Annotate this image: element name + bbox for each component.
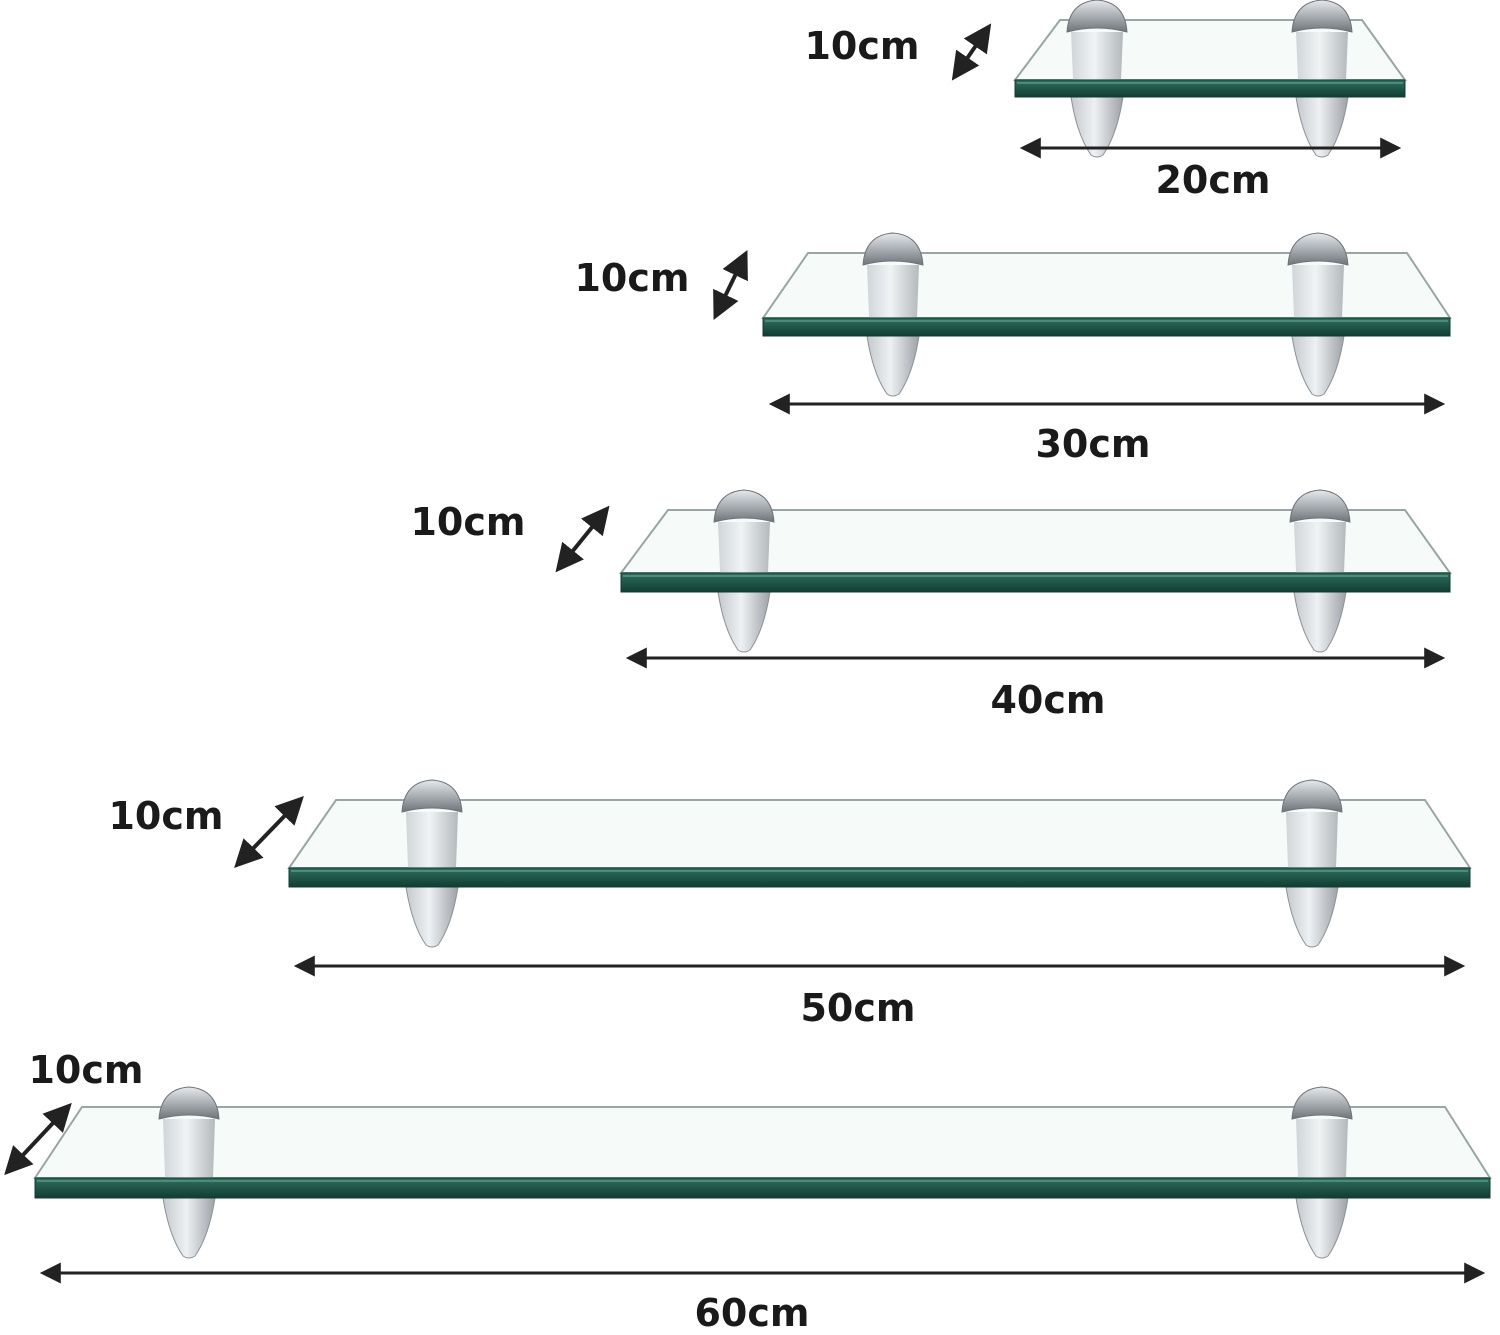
bracket-left-icon <box>862 232 924 397</box>
bracket-right-icon <box>1291 1086 1353 1259</box>
bracket-lower-shape <box>717 591 771 653</box>
depth-double-arrow-icon <box>951 23 992 81</box>
shelf-5: 10cm 60cm <box>4 1048 1492 1335</box>
bracket-lower-shape <box>405 886 459 948</box>
bracket-cap-shape <box>862 232 924 266</box>
width-label: 50cm <box>800 986 915 1030</box>
bracket-cap-shape <box>1291 0 1353 33</box>
bracket-body-shape <box>1071 32 1123 80</box>
glass-front-edge <box>620 572 1451 593</box>
glass-shelf-icon <box>33 1106 1492 1179</box>
glass-front-edge <box>288 867 1471 888</box>
bracket-right-icon <box>1291 0 1353 158</box>
glass-front-edge <box>34 1177 1491 1199</box>
shelf-1: 10cm 20cm <box>804 0 1407 202</box>
bracket-body-shape <box>1286 812 1338 868</box>
depth-double-arrow-icon <box>234 795 304 869</box>
bracket-cap-shape <box>1066 0 1128 33</box>
bracket-lower-shape <box>1293 591 1347 653</box>
width-label: 60cm <box>694 1291 809 1335</box>
bracket-body-shape <box>1292 265 1344 318</box>
bracket-cap-shape <box>1287 232 1349 266</box>
bracket-cap-shape <box>1289 489 1351 523</box>
bracket-body-shape <box>1296 1119 1348 1178</box>
bracket-cap-shape <box>1291 1086 1353 1120</box>
bracket-right-icon <box>1287 232 1349 397</box>
shelf-4: 10cm 50cm <box>108 779 1472 1030</box>
depth-label: 10cm <box>804 24 919 68</box>
bracket-cap-shape <box>1281 779 1343 813</box>
bracket-lower-shape <box>1295 1197 1349 1259</box>
bracket-cap-shape <box>158 1086 220 1120</box>
bracket-body-shape <box>163 1119 215 1178</box>
depth-label: 10cm <box>108 794 223 838</box>
bracket-body-shape <box>1294 522 1346 573</box>
width-label: 20cm <box>1155 158 1270 202</box>
depth-double-arrow-icon <box>555 505 610 573</box>
bracket-lower-shape <box>162 1197 216 1259</box>
depth-double-arrow-icon <box>4 1102 72 1176</box>
bracket-right-icon <box>1289 489 1351 653</box>
bracket-left-icon <box>1066 0 1128 158</box>
bracket-lower-shape <box>1291 335 1345 397</box>
bracket-lower-shape <box>866 335 920 397</box>
bracket-body-shape <box>1296 32 1348 80</box>
bracket-left-icon <box>401 779 463 948</box>
depth-label: 10cm <box>410 500 525 544</box>
bracket-left-icon <box>713 489 775 653</box>
bracket-right-icon <box>1281 779 1343 948</box>
depth-double-arrow-icon <box>713 249 748 321</box>
bracket-left-icon <box>158 1086 220 1259</box>
bracket-lower-shape <box>1285 886 1339 948</box>
width-label: 40cm <box>990 678 1105 722</box>
shelf-3: 10cm 40cm <box>410 489 1452 722</box>
bracket-body-shape <box>718 522 770 573</box>
width-label: 30cm <box>1035 422 1150 466</box>
bracket-cap-shape <box>401 779 463 813</box>
depth-label: 10cm <box>28 1048 143 1092</box>
glass-front-edge <box>762 317 1451 337</box>
bracket-cap-shape <box>713 489 775 523</box>
bracket-body-shape <box>867 265 919 318</box>
glass-front-edge <box>1014 79 1406 98</box>
depth-label: 10cm <box>574 256 689 300</box>
shelf-2: 10cm 30cm <box>574 232 1452 466</box>
bracket-body-shape <box>406 812 458 868</box>
